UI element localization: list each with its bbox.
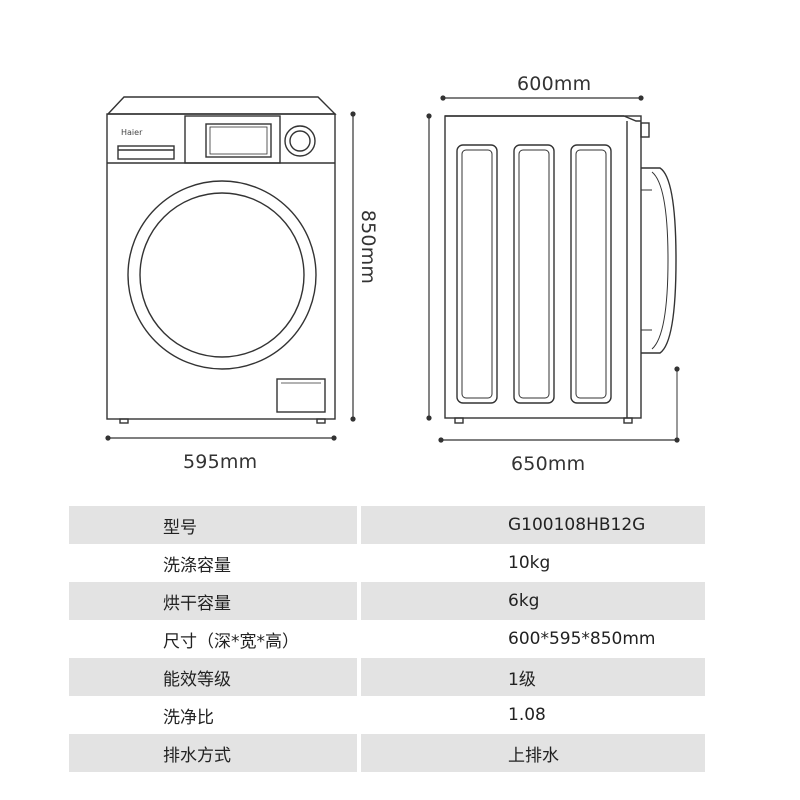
- side-panel-2: [513, 144, 555, 404]
- door-glass: [139, 192, 305, 358]
- front-view: [106, 96, 337, 424]
- spec-value: 600*595*850mm: [508, 629, 656, 649]
- spec-value: 1级: [361, 658, 705, 696]
- side-panel-3: [570, 144, 612, 404]
- side-top-dimension-line: [440, 95, 644, 101]
- door-profile: [641, 167, 677, 354]
- spec-value: G100108HB12G: [361, 506, 705, 544]
- brand-logo: Haier: [121, 128, 143, 137]
- spec-label: 排水方式: [69, 734, 357, 772]
- side-top-width-label: 600mm: [517, 73, 592, 95]
- filter-cover: [276, 378, 326, 413]
- detergent-drawer: [117, 145, 175, 160]
- side-depth-label: 650mm: [511, 453, 586, 475]
- spec-label: 洗涤容量: [163, 555, 231, 576]
- spec-row-model: 型号 G100108HB12G: [69, 506, 705, 544]
- height-label: 850mm: [357, 209, 380, 285]
- product-dimension-diagram: Haier: [105, 95, 680, 443]
- display-screen: [205, 123, 272, 158]
- front-width-dimension-line: [105, 435, 337, 441]
- spec-value: 上排水: [361, 734, 705, 772]
- spec-row-dry-capacity: 烘干容量 6kg: [69, 582, 705, 620]
- spec-label: 烘干容量: [69, 582, 357, 620]
- water-inlet: [640, 122, 650, 138]
- front-width-label: 595mm: [183, 451, 258, 473]
- spec-value: 1.08: [508, 705, 546, 725]
- spec-value: 10kg: [508, 553, 551, 573]
- control-panel: [184, 115, 281, 164]
- side-panel-1: [456, 144, 498, 404]
- door-outer-ring: [127, 180, 317, 370]
- spec-table: 型号 G100108HB12G 洗涤容量 10kg 烘干容量 6kg 尺寸（深*…: [69, 506, 705, 772]
- spec-row-drain-type: 排水方式 上排水: [69, 734, 705, 772]
- spec-row-wash-capacity: 洗涤容量 10kg: [69, 544, 705, 582]
- spec-label: 洗净比: [163, 707, 214, 728]
- front-body: [106, 113, 336, 420]
- program-knob: [284, 125, 316, 157]
- spec-row-wash-ratio: 洗净比 1.08: [69, 696, 705, 734]
- side-bottom-dimension-line: [426, 113, 680, 443]
- spec-label: 能效等级: [69, 658, 357, 696]
- height-dimension-line: [350, 111, 356, 422]
- spec-row-energy-grade: 能效等级 1级: [69, 658, 705, 696]
- side-view: [444, 115, 677, 424]
- spec-value: 6kg: [361, 582, 705, 620]
- spec-label: 型号: [69, 506, 357, 544]
- front-top-cap: [106, 96, 337, 115]
- spec-label: 尺寸（深*宽*高）: [163, 631, 299, 652]
- spec-row-size: 尺寸（深*宽*高） 600*595*850mm: [69, 620, 705, 658]
